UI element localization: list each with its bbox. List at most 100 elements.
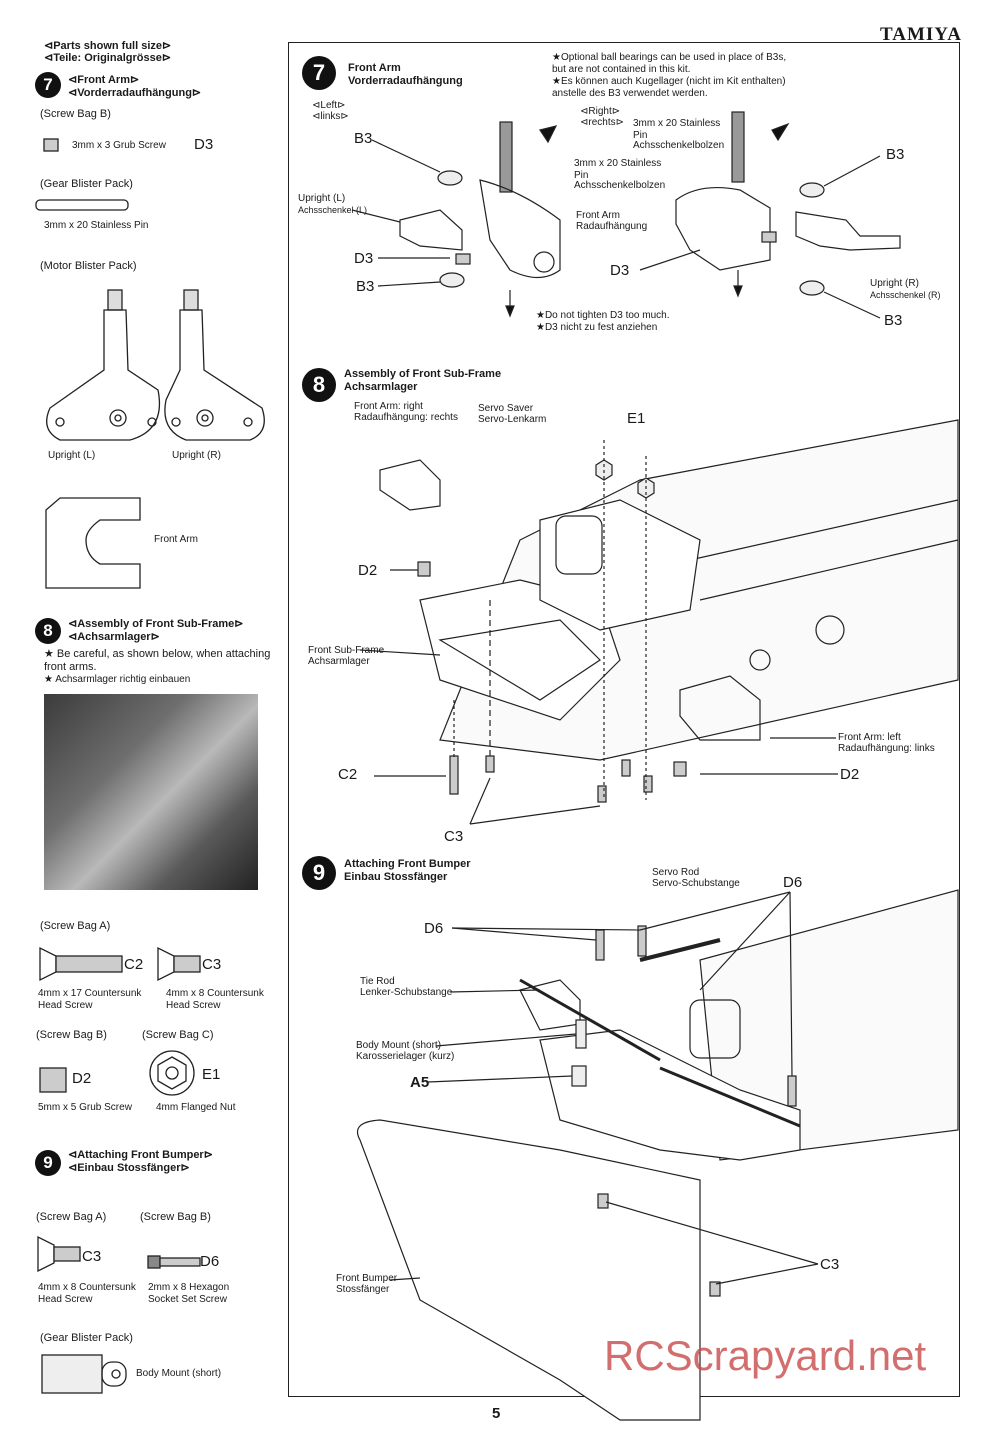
step8-sidebar-title-de: ⊲Achsarmlager⊳ xyxy=(68,631,160,643)
arm-right-en: Front Arm: right xyxy=(354,401,423,412)
step7-badge: 7 xyxy=(35,72,61,98)
parts-title-en: ⊲Parts shown full size⊳ xyxy=(44,40,172,52)
bag-b-label-2: (Screw Bag B) xyxy=(36,1029,107,1041)
right-label-de: ⊲rechts⊳ xyxy=(580,117,625,128)
d3-right: D3 xyxy=(610,262,630,279)
c2-code: C2 xyxy=(124,956,144,973)
parts-title-de: ⊲Teile: Originalgrösse⊳ xyxy=(44,52,172,64)
d2-desc: 5mm x 5 Grub Screw xyxy=(38,1102,132,1113)
c2-label: C2 xyxy=(338,766,358,783)
step8-note-en: ★ Be careful, as shown below, when attac… xyxy=(44,648,271,673)
upright-l-label: Upright (L) xyxy=(48,450,96,461)
instruction-panel xyxy=(288,42,960,1397)
motor-pack-label: (Motor Blister Pack) xyxy=(40,260,137,272)
step9-bag-a: (Screw Bag A) xyxy=(36,1211,107,1223)
step8-main-badge: 8 xyxy=(302,368,336,402)
pin-left-de: Achsschenkelbolzen xyxy=(574,180,666,191)
tighten-note-de: ★D3 nicht zu fest anziehen xyxy=(536,322,658,333)
b3-left-bottom: B3 xyxy=(356,278,375,295)
step8-main-title-en: Assembly of Front Sub-Frame xyxy=(344,368,502,380)
d2-code: D2 xyxy=(72,1070,92,1087)
body-mount-de: Karosserielager (kurz) xyxy=(356,1051,455,1062)
c3-label: C3 xyxy=(444,828,464,845)
upright-r-label: Upright (R) xyxy=(172,450,221,461)
step9-d6-desc: 2mm x 8 Hexagon Socket Set Screw xyxy=(148,1282,230,1305)
step9-gear-pack: (Gear Blister Pack) xyxy=(40,1332,133,1344)
c3-code: C3 xyxy=(202,956,222,973)
step9-main-badge: 9 xyxy=(302,856,336,890)
servo-saver-en: Servo Saver xyxy=(478,403,534,414)
step7-bearing-note-en: ★Optional ball bearings can be used in p… xyxy=(552,52,787,75)
e1-desc: 4mm Flanged Nut xyxy=(156,1102,236,1113)
step9-sidebar-title-de: ⊲Einbau Stossfänger⊳ xyxy=(68,1162,190,1174)
step9-d6-code: D6 xyxy=(200,1253,220,1270)
e1-label: E1 xyxy=(627,410,646,427)
subframe-de: Achsarmlager xyxy=(308,656,370,667)
bag-b-label: (Screw Bag B) xyxy=(40,108,111,120)
step9-c3-code: C3 xyxy=(82,1248,102,1265)
b3-right-top: B3 xyxy=(886,146,905,163)
b3-left-top: B3 xyxy=(354,130,373,147)
watermark: RCScrapyard.net xyxy=(604,1332,927,1379)
step8-badge: 8 xyxy=(35,618,61,644)
grub-screw-code: D3 xyxy=(194,136,214,153)
bag-c-label: (Screw Bag C) xyxy=(142,1029,214,1041)
step7-main-title-de: Vorderradaufhängung xyxy=(348,75,463,87)
tie-rod-en: Tie Rod xyxy=(360,976,395,987)
step7-main-title-en: Front Arm xyxy=(348,62,401,74)
pin-right-de: Achsschenkelbolzen xyxy=(633,140,725,151)
step8-note-de: ★ Achsarmlager richtig einbauen xyxy=(44,674,191,685)
sidebar: ⊲Parts shown full size⊳ ⊲Teile: Original… xyxy=(30,38,280,1398)
arm-left-de: Radaufhängung: links xyxy=(838,743,935,754)
upright-r-en: Upright (R) xyxy=(870,278,919,289)
front-arm-label: Front Arm xyxy=(154,534,198,545)
upright-l-de: Achsschenkel (L) xyxy=(298,205,368,215)
step9-main-title-de: Einbau Stossfänger xyxy=(344,871,448,883)
step7-sidebar-title-en: ⊲Front Arm⊳ xyxy=(68,74,140,86)
servo-rod-de: Servo-Schubstange xyxy=(652,878,740,889)
d6-label-right: D6 xyxy=(783,874,803,891)
pin-label: 3mm x 20 Stainless Pin xyxy=(44,220,149,231)
step7-sidebar-title-de: ⊲Vorderradaufhängung⊳ xyxy=(68,87,202,99)
b3-right-bottom: B3 xyxy=(884,312,903,329)
step8-sidebar-title-en: ⊲Assembly of Front Sub-Frame⊳ xyxy=(68,618,244,630)
left-label-de: ⊲links⊳ xyxy=(312,111,349,122)
left-label-en: ⊲Left⊳ xyxy=(312,100,346,111)
brand-title: TAMIYA xyxy=(879,24,962,45)
step9-badge: 9 xyxy=(35,1150,61,1176)
e1-code: E1 xyxy=(202,1066,221,1083)
d6-label-left: D6 xyxy=(424,920,444,937)
step9-body-mount: Body Mount (short) xyxy=(136,1368,222,1379)
servo-rod-en: Servo Rod xyxy=(652,867,700,878)
arm-right-de: Radaufhängung: rechts xyxy=(354,412,458,423)
c3-desc: 4mm x 8 Countersunk Head Screw xyxy=(166,988,264,1011)
subframe-en: Front Sub-Frame xyxy=(308,645,385,656)
page-number: 5 xyxy=(492,1405,501,1422)
servo-saver-de: Servo-Lenkarm xyxy=(478,414,547,425)
step9-c3-desc: 4mm x 8 Countersunk Head Screw xyxy=(38,1282,136,1305)
step7-main-badge: 7 xyxy=(302,56,336,90)
c2-desc: 4mm x 17 Countersunk Head Screw xyxy=(38,988,142,1011)
step9-bag-b: (Screw Bag B) xyxy=(140,1211,211,1223)
pin-right-en: 3mm x 20 Stainless Pin xyxy=(633,118,721,141)
step9-sidebar-title-en: ⊲Attaching Front Bumper⊳ xyxy=(68,1149,213,1161)
right-label-en: ⊲Right⊳ xyxy=(580,106,621,117)
tighten-note-en: ★Do not tighten D3 too much. xyxy=(536,310,670,321)
grub-screw-label: 3mm x 3 Grub Screw xyxy=(72,140,166,151)
gear-pack-label: (Gear Blister Pack) xyxy=(40,178,133,190)
c3-label-bumper: C3 xyxy=(820,1256,840,1273)
step7-bearing-note-de: ★Es können auch Kugellager (nicht im Kit… xyxy=(552,76,786,99)
pin-left-en: 3mm x 20 Stainless Pin xyxy=(574,158,662,181)
upright-r-de: Achsschenkel (R) xyxy=(870,290,941,300)
d2-label-right: D2 xyxy=(840,766,860,783)
tie-rod-de: Lenker-Schubstange xyxy=(360,987,453,998)
front-arm-photo xyxy=(44,694,258,890)
body-mount-en: Body Mount (short) xyxy=(356,1040,442,1051)
arm-label-de: Radaufhängung xyxy=(576,221,648,232)
d2-label-left: D2 xyxy=(358,562,378,579)
bumper-de: Stossfänger xyxy=(336,1284,390,1295)
bag-a-label: (Screw Bag A) xyxy=(40,920,111,932)
step8-main-title-de: Achsarmlager xyxy=(344,381,418,393)
step9-main-title-en: Attaching Front Bumper xyxy=(344,858,471,870)
arm-label-en: Front Arm xyxy=(576,210,620,221)
